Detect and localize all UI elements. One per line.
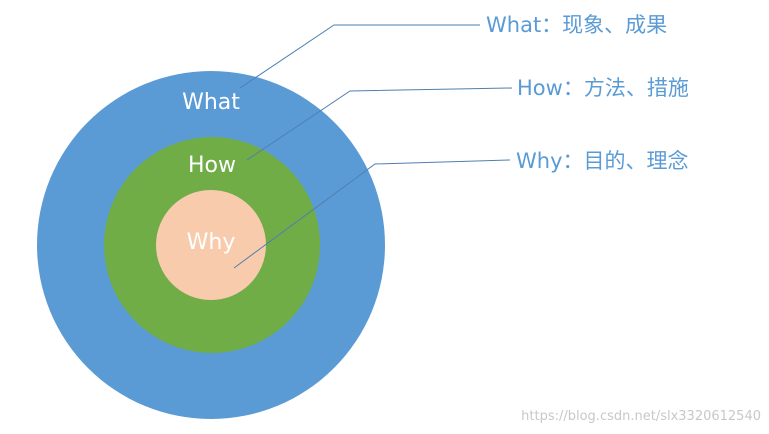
leader-line-how bbox=[246, 87, 513, 161]
callout-what: What：现象、成果 bbox=[486, 13, 667, 37]
leader-line-why bbox=[233, 159, 511, 269]
ring-label-what: What bbox=[182, 90, 240, 115]
callout-why: Why：目的、理念 bbox=[516, 149, 689, 173]
ring-label-how: How bbox=[188, 153, 236, 178]
ring-label-why: Why bbox=[187, 230, 236, 255]
callout-how: How：方法、措施 bbox=[517, 76, 689, 100]
leader-line-what bbox=[239, 24, 480, 89]
watermark-url: https://blog.csdn.net/slx3320612540 bbox=[521, 409, 761, 424]
ring-why bbox=[156, 190, 266, 300]
